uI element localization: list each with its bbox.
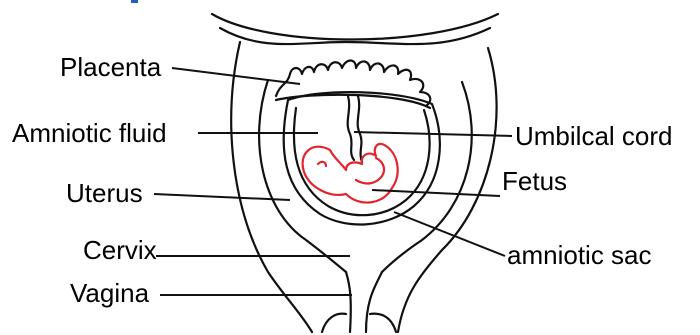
vaginal-opening	[322, 314, 396, 332]
label-amniotic-fluid: Amniotic fluid	[12, 120, 167, 146]
label-fetus: Fetus	[502, 168, 567, 194]
label-vagina: Vagina	[70, 280, 149, 306]
top-text-fragment	[131, 0, 138, 3]
umbilical-cord	[348, 96, 362, 162]
uterine-wall-right	[382, 82, 472, 272]
cervix-right	[366, 272, 382, 332]
cervix-left	[346, 272, 351, 332]
abdominal-wall-outer	[212, 14, 498, 40]
label-uterus: Uterus	[66, 180, 143, 206]
label-placenta: Placenta	[60, 54, 161, 80]
leader-umbilical-cord	[354, 132, 512, 136]
body-outline-right	[398, 48, 497, 332]
leader-placenta	[172, 68, 300, 84]
label-umbilical-cord: Umbilcal cord	[515, 123, 673, 149]
leader-amniotic-sac	[394, 212, 505, 256]
label-cervix: Cervix	[83, 237, 157, 263]
fetus	[303, 144, 398, 203]
label-amniotic-sac: amniotic sac	[507, 242, 652, 268]
body-outline-left	[231, 42, 312, 332]
